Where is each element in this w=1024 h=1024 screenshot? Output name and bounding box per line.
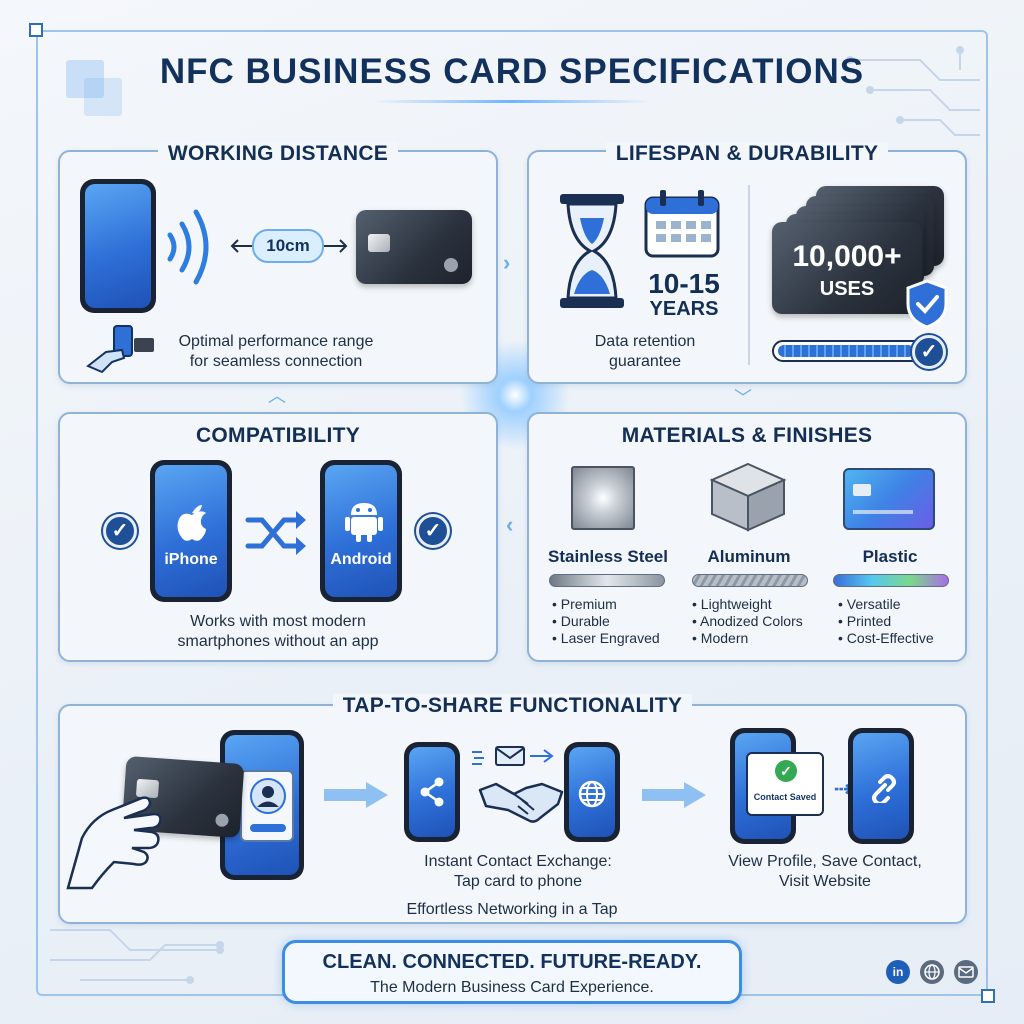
steel-finish-bar xyxy=(549,574,665,587)
phone-illustration xyxy=(404,742,460,842)
compatibility-caption-1: Works with most modern xyxy=(190,613,366,630)
android-icon xyxy=(345,503,383,542)
shuffle-icon xyxy=(245,511,306,555)
contact-saved-dialog: ✓ Contact Saved xyxy=(746,752,824,816)
flow-arrow xyxy=(324,782,388,808)
footer-headline: CLEAN. CONNECTED. FUTURE-READY. xyxy=(322,951,702,973)
chevron-up-icon: ︿ xyxy=(268,386,286,406)
aluminum-bullets: Lightweight Anodized Colors Modern xyxy=(692,596,803,647)
nfc-card-illustration xyxy=(356,210,472,284)
decorative-square xyxy=(66,60,104,98)
android-label: Android xyxy=(330,551,392,568)
tap-to-share-title: TAP-TO-SHARE FUNCTIONALITY xyxy=(332,694,693,717)
tap-step3-line1: View Profile, Save Contact, xyxy=(728,853,922,870)
footer-subline: The Modern Business Card Experience. xyxy=(370,979,654,996)
phone-illustration xyxy=(848,728,914,844)
link-icon xyxy=(872,774,896,803)
circuit-decoration xyxy=(50,929,224,984)
plastic-finish-bar xyxy=(833,574,949,587)
tap-step3-line2: Visit Website xyxy=(779,873,871,890)
mail-transfer-icon xyxy=(472,746,554,766)
mail-icon[interactable] xyxy=(954,960,978,984)
footer-banner: CLEAN. CONNECTED. FUTURE-READY. The Mode… xyxy=(282,940,742,1004)
hourglass-icon xyxy=(560,194,624,308)
bullet-item: Modern xyxy=(692,630,803,647)
compatibility-caption-2: smartphones without an app xyxy=(177,633,379,650)
bullet-item: Lightweight xyxy=(692,596,803,613)
plastic-bullets: Versatile Printed Cost-Effective xyxy=(838,596,934,647)
material-name-steel: Stainless Steel xyxy=(547,547,668,566)
bullet-item: Laser Engraved xyxy=(552,630,660,647)
bullet-item: Anodized Colors xyxy=(692,613,803,630)
phone-illustration xyxy=(80,179,156,313)
globe-icon[interactable] xyxy=(920,960,944,984)
uses-card: 10,000+ USES xyxy=(772,222,922,314)
bullet-item: Versatile xyxy=(838,596,934,613)
linkedin-icon[interactable]: in xyxy=(886,960,910,984)
chevron-down-icon: ﹀ xyxy=(734,388,752,408)
contact-saved-label: Contact Saved xyxy=(753,792,817,802)
check-icon: ✓ xyxy=(416,514,450,548)
iphone-illustration: iPhone xyxy=(150,460,232,602)
apple-icon xyxy=(177,505,206,541)
distance-badge: 10cm xyxy=(252,229,324,263)
hand-illustration xyxy=(66,796,162,890)
years-unit: YEARS xyxy=(649,298,719,320)
contact-card-popup xyxy=(240,770,294,842)
flow-arrow xyxy=(642,782,706,808)
bullet-item: Durable xyxy=(552,613,660,630)
bullet-item: Premium xyxy=(552,596,660,613)
divider xyxy=(748,185,750,365)
nfc-wave-icon xyxy=(167,209,209,285)
tap-step2-line2: Tap card to phone xyxy=(453,873,583,890)
bullet-item: Cost-Effective xyxy=(838,630,934,647)
decorative-square xyxy=(84,78,122,116)
stainless-steel-swatch xyxy=(571,466,635,530)
check-icon: ✓ xyxy=(103,514,137,548)
calendar-icon xyxy=(644,190,720,258)
user-icon xyxy=(250,778,286,814)
share-icon xyxy=(420,777,444,807)
check-icon: ✓ xyxy=(775,760,797,782)
handshake-icon xyxy=(478,782,564,823)
working-distance-title: WORKING DISTANCE xyxy=(157,142,399,165)
compatibility-title: COMPATIBILITY xyxy=(195,424,361,447)
material-name-aluminum: Aluminum xyxy=(707,547,791,566)
plastic-card-swatch xyxy=(843,468,935,530)
android-illustration: Android xyxy=(320,460,402,602)
lifespan-caption-2: guarantee xyxy=(608,353,682,370)
iphone-label: iPhone xyxy=(164,551,218,568)
frame-corner-marker xyxy=(981,989,995,1003)
years-value: 10-15 xyxy=(648,268,720,299)
phone-illustration xyxy=(564,742,620,842)
steel-bullets: Premium Durable Laser Engraved xyxy=(552,596,660,647)
aluminum-block-swatch xyxy=(709,462,787,532)
working-distance-caption-1: Optimal performance range xyxy=(178,333,374,350)
lifespan-title: LIFESPAN & DURABILITY xyxy=(605,142,889,165)
check-icon: ✓ xyxy=(912,335,946,369)
tap-step2-line1: Instant Contact Exchange: xyxy=(424,853,612,870)
uses-unit: USES xyxy=(819,278,875,300)
lifespan-caption-1: Data retention xyxy=(594,333,696,350)
material-name-plastic: Plastic xyxy=(862,547,918,566)
circuit-decoration xyxy=(846,46,980,136)
hand-tap-icon xyxy=(86,325,154,374)
arrow-right-icon: ⇢ xyxy=(834,776,853,801)
page-title: NFC BUSINESS CARD SPECIFICATIONS xyxy=(159,52,865,91)
tap-tagline: Effortless Networking in a Tap xyxy=(406,901,618,918)
bullet-item: Printed xyxy=(838,613,934,630)
frame-corner-marker xyxy=(29,23,43,37)
title-underline xyxy=(372,100,652,103)
materials-title: MATERIALS & FINISHES xyxy=(621,424,873,447)
working-distance-caption-2: for seamless connection xyxy=(189,353,363,370)
uses-value: 10,000+ xyxy=(792,240,902,273)
shield-check-icon xyxy=(906,279,948,329)
globe-icon xyxy=(578,780,606,808)
chevron-left-icon: ‹ xyxy=(506,512,514,537)
chevron-right-icon: › xyxy=(503,250,511,275)
aluminum-finish-bar xyxy=(692,574,808,587)
durability-progress-bar xyxy=(772,340,942,362)
